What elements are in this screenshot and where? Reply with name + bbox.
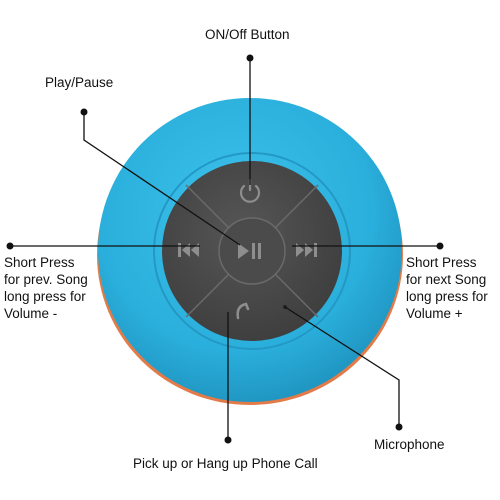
next-label: Short Press for next Song long press for… bbox=[406, 254, 488, 322]
power-label: ON/Off Button bbox=[205, 27, 290, 42]
next-dot bbox=[436, 242, 444, 250]
prev-label-line: for prev. Song bbox=[4, 272, 88, 287]
power-dot bbox=[246, 54, 254, 62]
call-dot bbox=[224, 436, 232, 444]
prev-label-line: long press for bbox=[4, 289, 86, 304]
prev-label-line: Short Press bbox=[4, 255, 75, 270]
microphone-label: Microphone bbox=[374, 437, 445, 452]
prev-dot bbox=[6, 242, 14, 250]
next-label-line: for next Song bbox=[406, 272, 487, 287]
speaker-housing-ring bbox=[153, 152, 351, 350]
prev-label: Short Press for prev. Song long press fo… bbox=[4, 254, 88, 322]
leader-dots bbox=[6, 54, 444, 444]
mic-dot bbox=[395, 423, 403, 431]
mic-leader bbox=[284, 306, 400, 427]
play-pause-leader bbox=[83, 112, 241, 246]
next-label-line: Short Press bbox=[406, 255, 477, 270]
leader-lines bbox=[10, 58, 440, 440]
play-pause-icon[interactable] bbox=[238, 243, 261, 259]
call-label: Pick up or Hang up Phone Call bbox=[133, 456, 318, 471]
prev-label-line: Volume - bbox=[4, 306, 58, 321]
phone-icon[interactable] bbox=[236, 302, 250, 320]
next-label-line: Volume + bbox=[406, 306, 463, 321]
next-label-line: long press for bbox=[406, 289, 488, 304]
play-pause-label: Play/Pause bbox=[45, 75, 114, 90]
play-pause-dot bbox=[80, 108, 88, 116]
